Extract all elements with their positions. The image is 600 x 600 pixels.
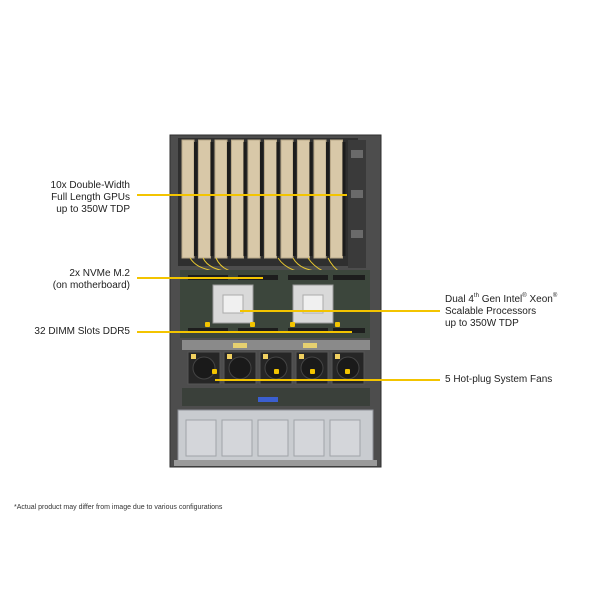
fan-latch <box>335 354 340 359</box>
fan-latch <box>191 354 196 359</box>
gpu-card <box>181 139 195 259</box>
motherboard <box>180 270 370 338</box>
dimm-callout-label: 32 DIMM Slots DDR5 <box>20 326 130 338</box>
gpu-card <box>330 139 343 259</box>
fan-marker <box>310 369 315 374</box>
gpu-card <box>214 139 228 259</box>
cpu-callout-line3: up to 350W TDP <box>445 318 519 329</box>
gpu-card-bracket <box>342 142 346 256</box>
gpu-callout-line3: up to 350W TDP <box>56 204 130 215</box>
dimm-callout-line <box>137 331 352 333</box>
fan-rotor <box>192 356 216 380</box>
gpu-callout-line2: Full Length GPUs <box>51 192 130 203</box>
gpu-card <box>280 139 294 259</box>
dimm-marker <box>250 322 255 327</box>
cpu-callout-line2: Scalable Processors <box>445 306 537 317</box>
gpu-card-bracket <box>326 142 329 256</box>
cpu-callout-line1: Dual 4th Gen Intel® Xeon® <box>445 292 558 305</box>
dimm-marker <box>290 322 295 327</box>
system-fans <box>187 351 365 385</box>
dimm-marker <box>205 322 210 327</box>
fan-rotor <box>264 356 288 380</box>
disclaimer-footnote: *Actual product may differ from image du… <box>14 504 223 511</box>
gpu-cards <box>181 139 346 259</box>
gpu-card <box>198 139 211 259</box>
nvme-callout-line1: 2x NVMe M.2 <box>69 268 130 279</box>
gpu-card-bracket <box>243 142 247 256</box>
fan-marker <box>274 369 279 374</box>
fan-latch <box>263 354 268 359</box>
air-shroud <box>182 340 370 350</box>
fans-callout-line <box>215 379 440 381</box>
fan-latch <box>299 354 304 359</box>
gpu-card-bracket <box>210 142 214 256</box>
gpu-card-bracket <box>293 142 296 256</box>
nvme-callout-line2: (on motherboard) <box>52 280 130 291</box>
gpu-card-bracket <box>260 142 263 256</box>
fan-rotor <box>228 356 252 380</box>
cpu-callout-label: Dual 4th Gen Intel® Xeon® Scalable Proce… <box>445 292 595 330</box>
fan-rotor <box>300 356 324 380</box>
server-chassis-illustration <box>169 134 382 468</box>
fans-callout-label: 5 Hot-plug System Fans <box>445 374 595 386</box>
gpu-callout-line1: 10x Double-Width <box>50 180 130 191</box>
fans-callout-line1: 5 Hot-plug System Fans <box>445 374 553 385</box>
gpu-card-bracket <box>276 142 280 256</box>
gpu-card <box>247 139 261 259</box>
dimm-marker <box>335 322 340 327</box>
fan-marker <box>212 369 217 374</box>
fan-marker <box>345 369 350 374</box>
gpu-callout-label: 10x Double-Width Full Length GPUs up to … <box>30 180 130 216</box>
gpu-callout-line <box>137 194 347 196</box>
nvme-callout-label: 2x NVMe M.2 (on motherboard) <box>30 268 130 292</box>
gpu-card-bracket <box>194 142 197 256</box>
gpu-card <box>231 139 244 259</box>
pcie-switch-area <box>348 140 366 268</box>
nvme-callout-line <box>137 277 263 279</box>
dimm-callout-line1: 32 DIMM Slots DDR5 <box>34 326 130 337</box>
gpu-card <box>313 139 327 259</box>
fan-latch <box>227 354 232 359</box>
gpu-card-bracket <box>227 142 230 256</box>
fan-rotor <box>336 356 360 380</box>
cpu-heatsinks <box>212 284 334 324</box>
gpu-card-bracket <box>309 142 313 256</box>
gpu-card <box>297 139 310 259</box>
gpu-card <box>264 139 277 259</box>
drive-bay-slots <box>185 419 361 457</box>
cpu-callout-line <box>240 310 440 312</box>
